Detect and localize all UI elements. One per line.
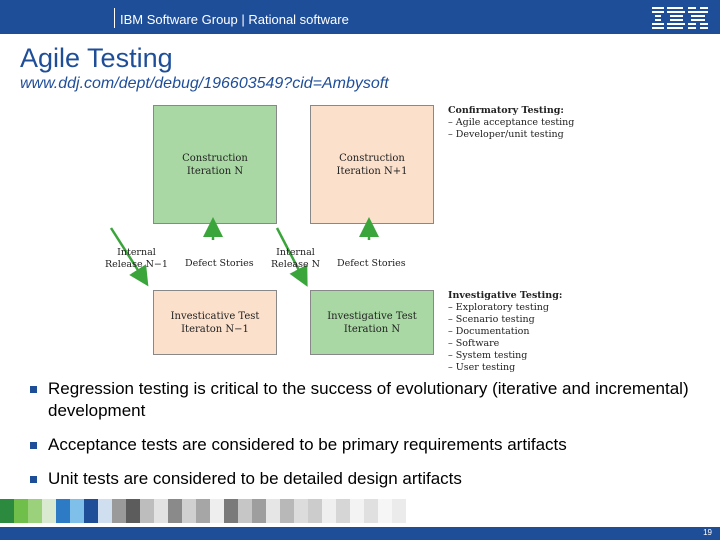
bullet-text: Regression testing is critical to the su…: [48, 379, 689, 420]
header-divider: [114, 8, 115, 28]
box-label-line2: Iteration N+1: [336, 165, 408, 177]
investigative-item: System testing: [448, 350, 562, 362]
footer-bar: [0, 527, 720, 540]
internal-release-n-minus-1-label: Internal Release N−1: [105, 247, 168, 271]
slide-title: Agile Testing: [20, 43, 173, 73]
header-bar: [0, 0, 720, 34]
investigative-item: Software: [448, 338, 562, 350]
investigative-testing-list: Investigative Testing: Exploratory testi…: [448, 290, 562, 374]
box-label-line2: Iteration N: [343, 323, 401, 335]
label-line2: Release N: [271, 259, 320, 270]
internal-release-n-label: Internal Release N: [271, 247, 320, 271]
agile-testing-diagram: Construction Iteration N Construction It…: [103, 100, 583, 375]
bullet-item: Regression testing is critical to the su…: [30, 378, 705, 422]
bullet-text: Unit tests are considered to be detailed…: [48, 469, 462, 488]
investigative-item: User testing: [448, 362, 562, 374]
footer-mosaic: [0, 499, 720, 523]
investigative-item: Documentation: [448, 326, 562, 338]
investigative-test-iteration-n-minus-1-box: Investicative Test Iteraton N−1: [153, 290, 277, 355]
confirmatory-testing-list: Confirmatory Testing: Agile acceptance t…: [448, 105, 574, 141]
diagram-arrows: [109, 217, 379, 287]
confirmatory-item: Developer/unit testing: [448, 129, 574, 141]
release-arrow-1: [109, 227, 149, 287]
box-label-line2: Iteration N: [186, 165, 244, 177]
bullet-text: Acceptance tests are considered to be pr…: [48, 435, 567, 454]
investigative-test-iteration-n-box: Investigative Test Iteration N: [310, 290, 434, 355]
bullet-item: Unit tests are considered to be detailed…: [30, 468, 705, 490]
release-arrow-2: [275, 227, 308, 287]
square-bullet-icon: [30, 476, 37, 483]
square-bullet-icon: [30, 442, 37, 449]
construction-iteration-n-box: Construction Iteration N: [153, 105, 277, 224]
defect-stories-label-2: Defect Stories: [337, 258, 406, 269]
investigative-item: Scenario testing: [448, 314, 562, 326]
box-label-line2: Iteraton N−1: [181, 323, 249, 335]
page-number: 19: [703, 528, 712, 537]
confirmatory-heading: Confirmatory Testing:: [448, 105, 564, 116]
box-label-line1: Investigative Test: [327, 310, 417, 322]
square-bullet-icon: [30, 386, 37, 393]
slide-subtitle: www.ddj.com/dept/debug/196603549?cid=Amb…: [20, 75, 389, 92]
label-line1: Internal: [276, 247, 315, 258]
label-line1: Internal: [117, 247, 156, 258]
bullet-item: Acceptance tests are considered to be pr…: [30, 434, 705, 456]
defect-stories-label-1: Defect Stories: [185, 258, 254, 269]
bullet-list: Regression testing is critical to the su…: [30, 378, 705, 502]
box-label-line1: Construction: [182, 152, 248, 164]
ibm-logo-icon: [652, 7, 708, 29]
label-line2: Release N−1: [105, 259, 168, 270]
investigative-heading: Investigative Testing:: [448, 290, 563, 301]
box-label-line1: Investicative Test: [170, 310, 260, 322]
box-label-line1: Construction: [339, 152, 405, 164]
construction-iteration-n1-box: Construction Iteration N+1: [310, 105, 434, 224]
header-text: IBM Software Group | Rational software: [120, 12, 349, 27]
confirmatory-item: Agile acceptance testing: [448, 117, 575, 129]
investigative-item: Exploratory testing: [448, 302, 562, 314]
